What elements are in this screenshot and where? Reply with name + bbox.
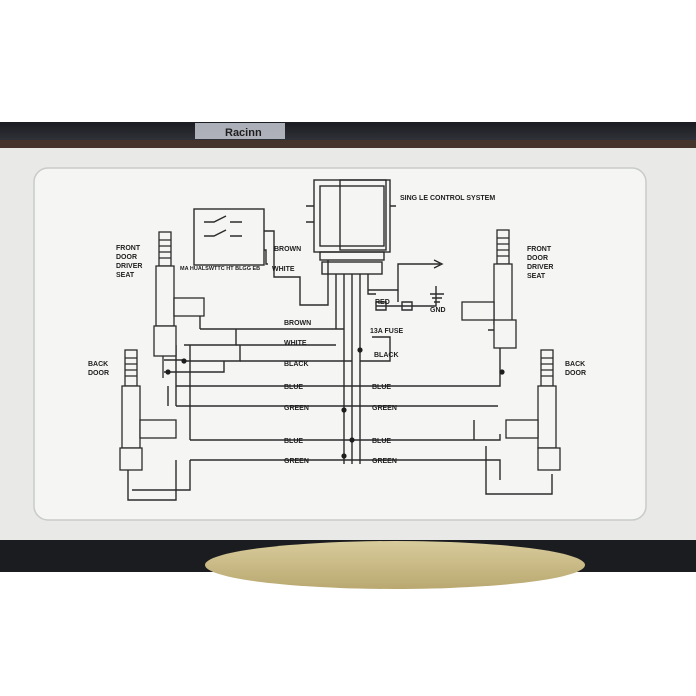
label-fuse: 13A FUSE bbox=[370, 328, 404, 335]
svg-text:FRONT: FRONT bbox=[116, 245, 141, 252]
wire-black-right: BLACK bbox=[374, 352, 399, 359]
actuator-front-left bbox=[153, 231, 205, 378]
diagram-card bbox=[33, 167, 647, 521]
wire-brown-top: BROWN bbox=[274, 246, 301, 253]
svg-text:DOOR: DOOR bbox=[565, 370, 586, 377]
svg-text:BACK: BACK bbox=[88, 361, 108, 368]
label-gnd: GND bbox=[430, 307, 446, 314]
wire-black-left: BLACK bbox=[284, 361, 309, 368]
svg-text:DOOR: DOOR bbox=[116, 254, 137, 261]
control-module-connector bbox=[319, 251, 385, 261]
label-back-left: BACK DOOR bbox=[88, 361, 109, 377]
wire-blue1-left: BLUE bbox=[284, 384, 303, 391]
label-back-right: BACK DOOR bbox=[565, 361, 586, 377]
label-front-right: FRONT DOOR DRIVER SEAT bbox=[527, 246, 553, 280]
wire-blue2-left: BLUE bbox=[284, 438, 303, 445]
svg-text:SEAT: SEAT bbox=[116, 272, 135, 279]
wire-green1-left: GREEN bbox=[284, 405, 309, 412]
svg-text:FRONT: FRONT bbox=[527, 246, 552, 253]
wire-blue1-right: BLUE bbox=[372, 384, 391, 391]
wire-green2-right: GREEN bbox=[372, 458, 397, 465]
diagram-title: SING LE CONTROL SYSTEM bbox=[400, 195, 495, 202]
actuator-back-left bbox=[119, 349, 177, 471]
lamp-shade bbox=[205, 541, 585, 589]
svg-text:DOOR: DOOR bbox=[88, 370, 109, 377]
actuator-back-right bbox=[505, 349, 561, 471]
junction-dots bbox=[165, 347, 505, 459]
wire-green1-right: GREEN bbox=[372, 405, 397, 412]
svg-text:SEAT: SEAT bbox=[527, 273, 546, 280]
wire-blue2-right: BLUE bbox=[372, 438, 391, 445]
svg-text:BACK: BACK bbox=[565, 361, 585, 368]
label-front-left: FRONT DOOR DRIVER SEAT bbox=[116, 245, 142, 279]
manual-switch-box bbox=[193, 208, 265, 266]
background-sticker bbox=[195, 123, 285, 139]
background-text: Racinn bbox=[225, 127, 262, 139]
wire-brown: BROWN bbox=[284, 320, 311, 327]
manual-switch-label: MA HUALSWTTC HT BLGG EB bbox=[180, 266, 260, 272]
wire-white-top: WHITE bbox=[272, 266, 295, 273]
svg-text:DOOR: DOOR bbox=[527, 255, 548, 262]
actuator-front-right bbox=[461, 229, 517, 349]
wire-white: WHITE bbox=[284, 340, 307, 347]
box-edge bbox=[0, 140, 696, 150]
svg-text:DRIVER: DRIVER bbox=[527, 264, 553, 271]
wire-green2-left: GREEN bbox=[284, 458, 309, 465]
label-red: RED bbox=[375, 299, 390, 306]
svg-text:DRIVER: DRIVER bbox=[116, 263, 142, 270]
